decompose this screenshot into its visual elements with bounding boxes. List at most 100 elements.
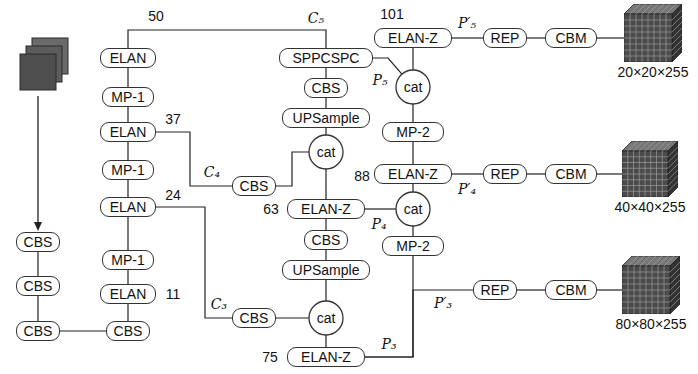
module-name: CBS [24, 278, 53, 294]
module-name: ELAN [110, 199, 147, 215]
module-name: CBM [555, 30, 586, 46]
module-name: CBS [312, 80, 341, 96]
module-name: ELAN [110, 124, 147, 140]
output-tensor: 20×20×255 [617, 4, 690, 80]
cube-side [672, 4, 682, 62]
connector [412, 104, 413, 122]
module-box: CBS [232, 176, 276, 196]
cube-grid [668, 158, 678, 168]
cube-side [668, 141, 678, 197]
feature-label: C₄ [203, 164, 221, 180]
tensor-size: 20×20×255 [618, 64, 689, 80]
cube-grid [672, 34, 682, 44]
cube-grid [668, 153, 678, 163]
input-channel [20, 54, 56, 90]
cube-grid [672, 22, 682, 32]
module-name: CBS [312, 232, 341, 248]
cube-grid [622, 308, 670, 309]
cube-grid [672, 40, 682, 50]
feature-label: C₃ [210, 296, 228, 312]
layer-index: 101 [380, 6, 403, 22]
circle-shape [309, 135, 343, 169]
module-name: ELAN-Z [301, 201, 351, 217]
module-name: CBM [555, 166, 586, 182]
cube-grid [662, 151, 663, 197]
cube-grid [624, 56, 672, 57]
module-box: CBS [304, 78, 348, 98]
cube-grid [660, 4, 670, 14]
feature-label: P′₄ [457, 181, 477, 197]
connector [412, 48, 413, 70]
circle-shape [309, 301, 343, 335]
module-box: ELAN-Z [287, 347, 365, 367]
module-name: cat [317, 144, 336, 160]
cube-grid [622, 174, 668, 175]
connectors [38, 30, 624, 357]
layer-index: 50 [148, 8, 164, 24]
connector [452, 37, 483, 38]
connector [325, 280, 326, 301]
cube-grid [640, 256, 650, 266]
cube-grid [634, 256, 644, 266]
module-box: CBM [545, 164, 597, 184]
connector [527, 173, 545, 174]
feature-label: P₄ [370, 216, 387, 232]
cube-grid [670, 286, 680, 296]
module-name: cat [317, 310, 336, 326]
cube-grid [670, 292, 680, 302]
layer-index: 37 [165, 111, 181, 127]
cube-grid [628, 141, 638, 151]
connector [60, 330, 106, 331]
cube-grid [672, 16, 682, 26]
module-box: CBS [16, 232, 60, 252]
module-box: CBM [545, 28, 597, 48]
module-box: ELAN-Z [374, 28, 452, 48]
cube-side [670, 256, 680, 314]
connector [156, 207, 232, 318]
connector [127, 68, 128, 87]
connector [597, 289, 622, 290]
cube-grid [636, 4, 646, 14]
module-box: MP-1 [102, 250, 154, 270]
input-arrow [37, 96, 38, 223]
cube-front [622, 151, 668, 197]
module-name: REP [481, 282, 510, 298]
module-name: CBS [240, 178, 269, 194]
feature-label: P₅ [371, 72, 388, 88]
connector [412, 226, 413, 236]
cube-grid [670, 262, 680, 272]
cube-grid [664, 256, 674, 266]
cube-grid [622, 296, 670, 297]
connector [365, 256, 413, 357]
cube-grid [668, 170, 678, 180]
cube-grid [622, 185, 668, 186]
cube-grid [646, 256, 656, 266]
module-name: CBS [114, 323, 143, 339]
circle-shape [396, 70, 430, 104]
concat-circle: cat [308, 134, 344, 170]
connector [452, 173, 483, 174]
cube-grid [656, 141, 666, 151]
module-name: MP-2 [396, 124, 429, 140]
layer-index: 63 [263, 201, 279, 217]
cube-grid [668, 176, 678, 186]
cube-grid [668, 164, 678, 174]
connector [325, 98, 326, 108]
connector [527, 37, 545, 38]
cube-grid [672, 46, 682, 56]
connector [37, 252, 38, 276]
connector [127, 304, 128, 321]
module-name: MP-1 [111, 162, 144, 178]
concat-circle: cat [395, 69, 431, 105]
feature-label: P₃ [380, 336, 397, 352]
cube-front [622, 266, 670, 314]
connector [127, 270, 128, 284]
module-box: ELAN [100, 197, 156, 217]
connector [127, 180, 128, 197]
tensor-size: 80×80×255 [616, 316, 687, 332]
module-name: CBM [555, 282, 586, 298]
connector [127, 107, 128, 122]
module-name: ELAN [110, 286, 147, 302]
connector [325, 335, 326, 347]
